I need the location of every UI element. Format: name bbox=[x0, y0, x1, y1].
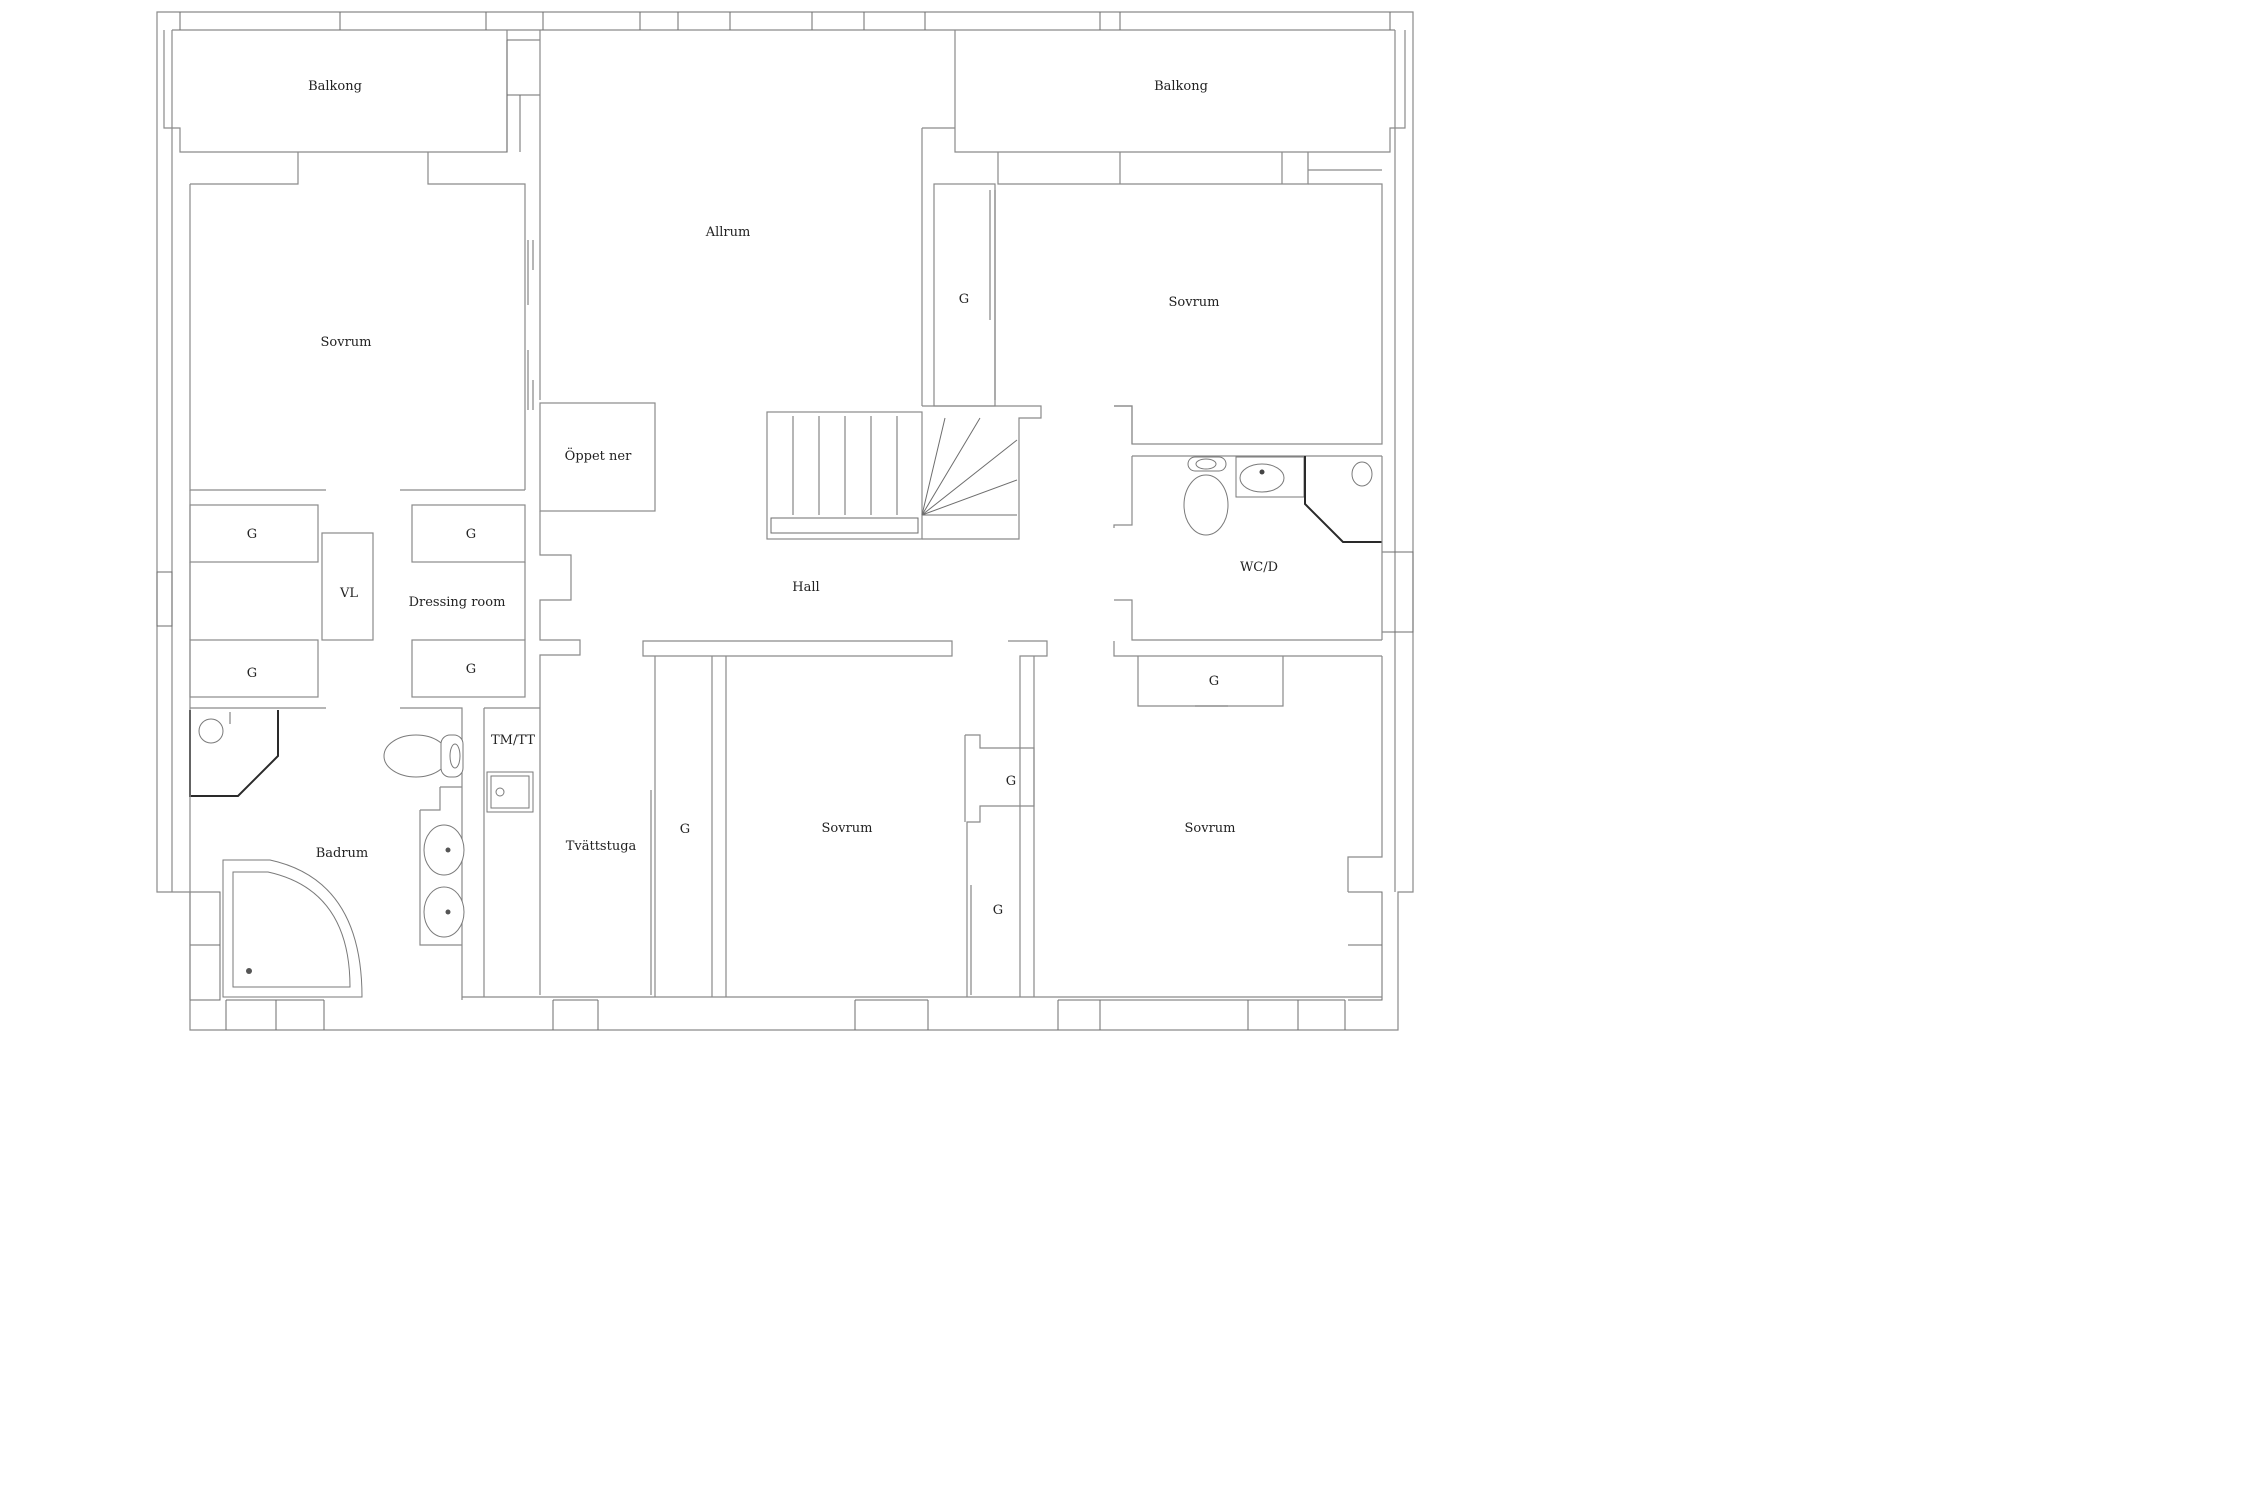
room-label-badrum: Badrum bbox=[316, 846, 369, 861]
closet-label-s1-upper: G bbox=[1006, 774, 1016, 789]
room-tvattstuga: Tvättstuga G bbox=[566, 656, 713, 997]
inner-perimeter bbox=[189, 456, 1383, 1000]
room-label-sovrum-ne: Sovrum bbox=[1169, 295, 1220, 310]
room-label-vl: VL bbox=[339, 586, 358, 601]
closet-label-dressing-top-left: G bbox=[247, 527, 257, 542]
room-label-sovrum-s2: Sovrum bbox=[1185, 821, 1236, 836]
room-sovrum-s2: G Sovrum bbox=[1033, 656, 1383, 997]
room-label-hall: Hall bbox=[792, 580, 819, 595]
bathtub-icon bbox=[222, 859, 363, 998]
room-hall: Hall bbox=[539, 511, 1382, 995]
room-label-dressing-room: Dressing room bbox=[409, 595, 506, 610]
open-below: Öppet ner bbox=[539, 402, 656, 512]
room-label-tvattstuga: Tvättstuga bbox=[566, 839, 637, 854]
outer-walls bbox=[156, 11, 1414, 1031]
room-label-tmtt: TM/TT bbox=[491, 733, 535, 748]
balcony-right: Balkong bbox=[954, 30, 1406, 153]
room-label-wcd: WC/D bbox=[1240, 560, 1278, 575]
closet-label-tvattstuga: G bbox=[680, 822, 690, 837]
room-label-sovrum-s1: Sovrum bbox=[822, 821, 873, 836]
staircase bbox=[766, 405, 1042, 540]
shower-icon bbox=[1304, 456, 1382, 543]
room-allrum: Allrum bbox=[539, 127, 955, 406]
room-tmtt: TM/TT bbox=[483, 707, 540, 997]
room-sovrum-s1: Sovrum G G bbox=[725, 656, 1035, 997]
room-label-oppet-ner: Öppet ner bbox=[565, 447, 632, 464]
closet-label-dressing-bottom-right: G bbox=[466, 662, 476, 677]
closet-label-dressing-top-right: G bbox=[466, 527, 476, 542]
sink-icon bbox=[1235, 456, 1305, 498]
room-label-balkong-right: Balkong bbox=[1154, 79, 1208, 94]
room-label-sovrum-nw: Sovrum bbox=[321, 335, 372, 350]
closet-label-wcd: G bbox=[1209, 674, 1219, 689]
room-wcd: WC/D bbox=[1113, 405, 1382, 641]
shower-icon bbox=[189, 710, 279, 797]
toilet-icon bbox=[1183, 456, 1229, 536]
sink-icon bbox=[419, 786, 465, 946]
closet-label-s1-lower: G bbox=[993, 903, 1003, 918]
room-label-allrum: Allrum bbox=[705, 225, 751, 240]
toilet-icon bbox=[383, 734, 464, 778]
room-sovrum-ne: G Sovrum bbox=[933, 152, 1383, 445]
closet-label-ne: G bbox=[959, 292, 969, 307]
balcony-left: Balkong bbox=[163, 30, 541, 153]
room-badrum: Badrum bbox=[189, 710, 465, 998]
floor-plan: Balkong Balkong Sovrum Allrum Öppet ner … bbox=[156, 11, 1414, 1031]
room-sovrum-nw: Sovrum bbox=[189, 30, 541, 491]
closet-label-dressing-bottom-left: G bbox=[247, 666, 257, 681]
room-label-balkong-left: Balkong bbox=[308, 79, 362, 94]
